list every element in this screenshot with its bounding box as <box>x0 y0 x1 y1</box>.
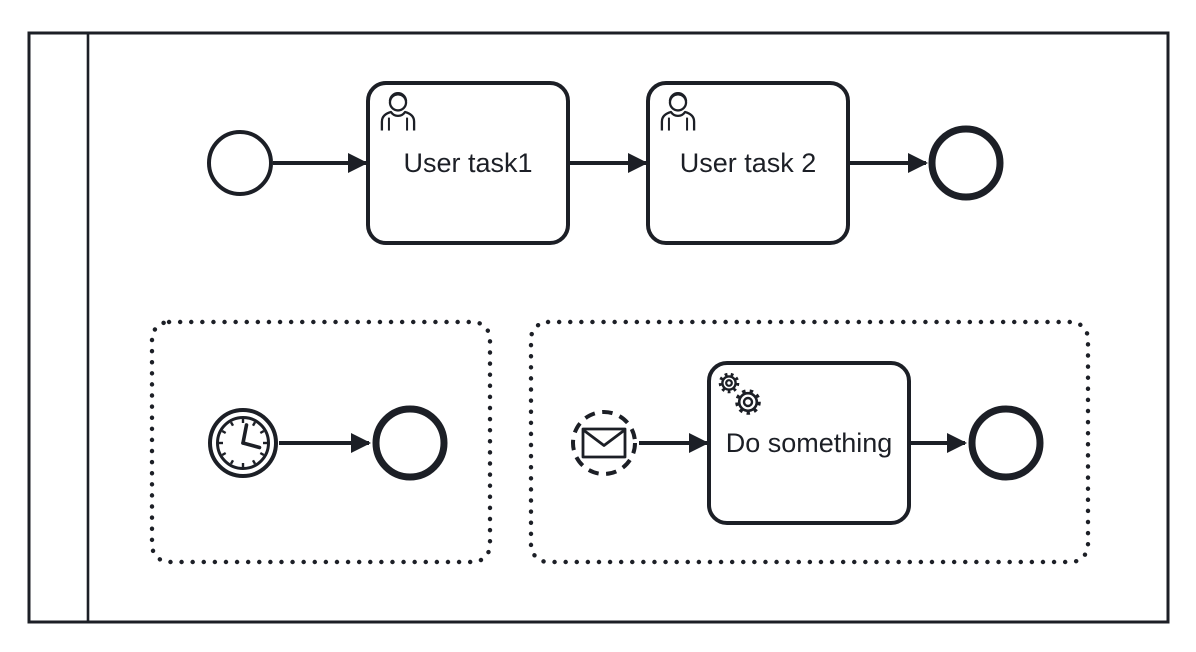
end-event-message-subprocess[interactable] <box>968 405 1044 481</box>
user-task-1[interactable]: User task1 <box>366 81 570 245</box>
envelope-icon <box>581 427 627 459</box>
event-subprocess-message[interactable] <box>528 319 1091 565</box>
user-task-2-label: User task 2 <box>680 148 817 178</box>
service-task-label: Do something <box>726 428 893 458</box>
service-task[interactable]: Do something <box>707 361 911 525</box>
user-task-1-label: User task1 <box>403 148 532 178</box>
event-subprocess-timer[interactable] <box>149 319 493 565</box>
timer-start-event[interactable] <box>208 408 278 478</box>
participant-pool[interactable] <box>27 31 1170 624</box>
user-task-2[interactable]: User task 2 <box>646 81 850 245</box>
gears-icon <box>718 372 761 415</box>
message-start-event-non-interrupting[interactable] <box>571 410 637 476</box>
end-event-timer-subprocess[interactable] <box>372 405 448 481</box>
clock-icon <box>216 416 270 470</box>
start-event[interactable] <box>207 130 273 196</box>
end-event[interactable] <box>928 125 1004 201</box>
